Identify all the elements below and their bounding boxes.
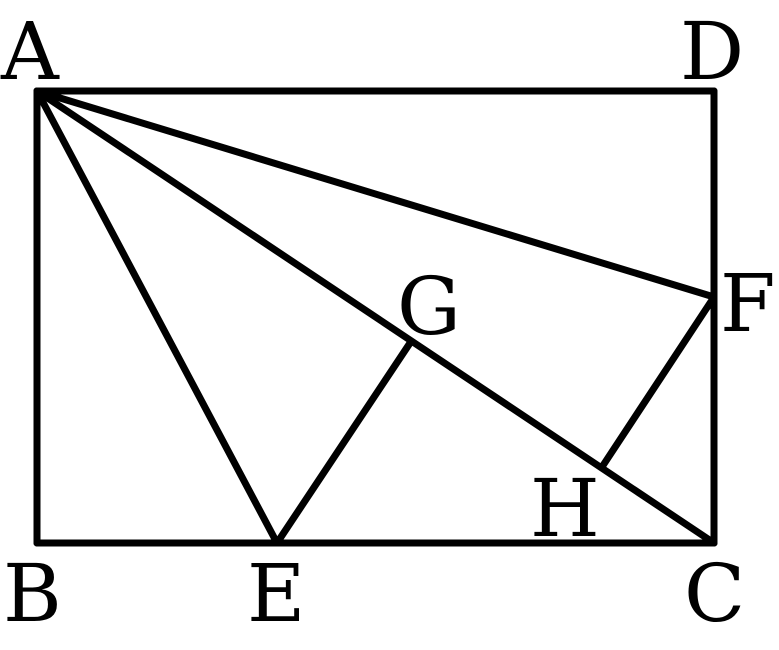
label-B: B (3, 547, 62, 640)
label-F: F (720, 257, 776, 350)
segment-AC (33, 87, 718, 547)
label-C: C (684, 547, 745, 640)
segment-AF (33, 87, 718, 301)
segment-EG (273, 339, 414, 547)
segment-AE (33, 87, 281, 547)
label-E: E (247, 547, 305, 640)
label-H: H (530, 462, 600, 555)
label-D: D (680, 5, 744, 98)
label-A: A (0, 5, 60, 98)
segment-FH (598, 293, 718, 471)
label-G: G (397, 260, 461, 353)
